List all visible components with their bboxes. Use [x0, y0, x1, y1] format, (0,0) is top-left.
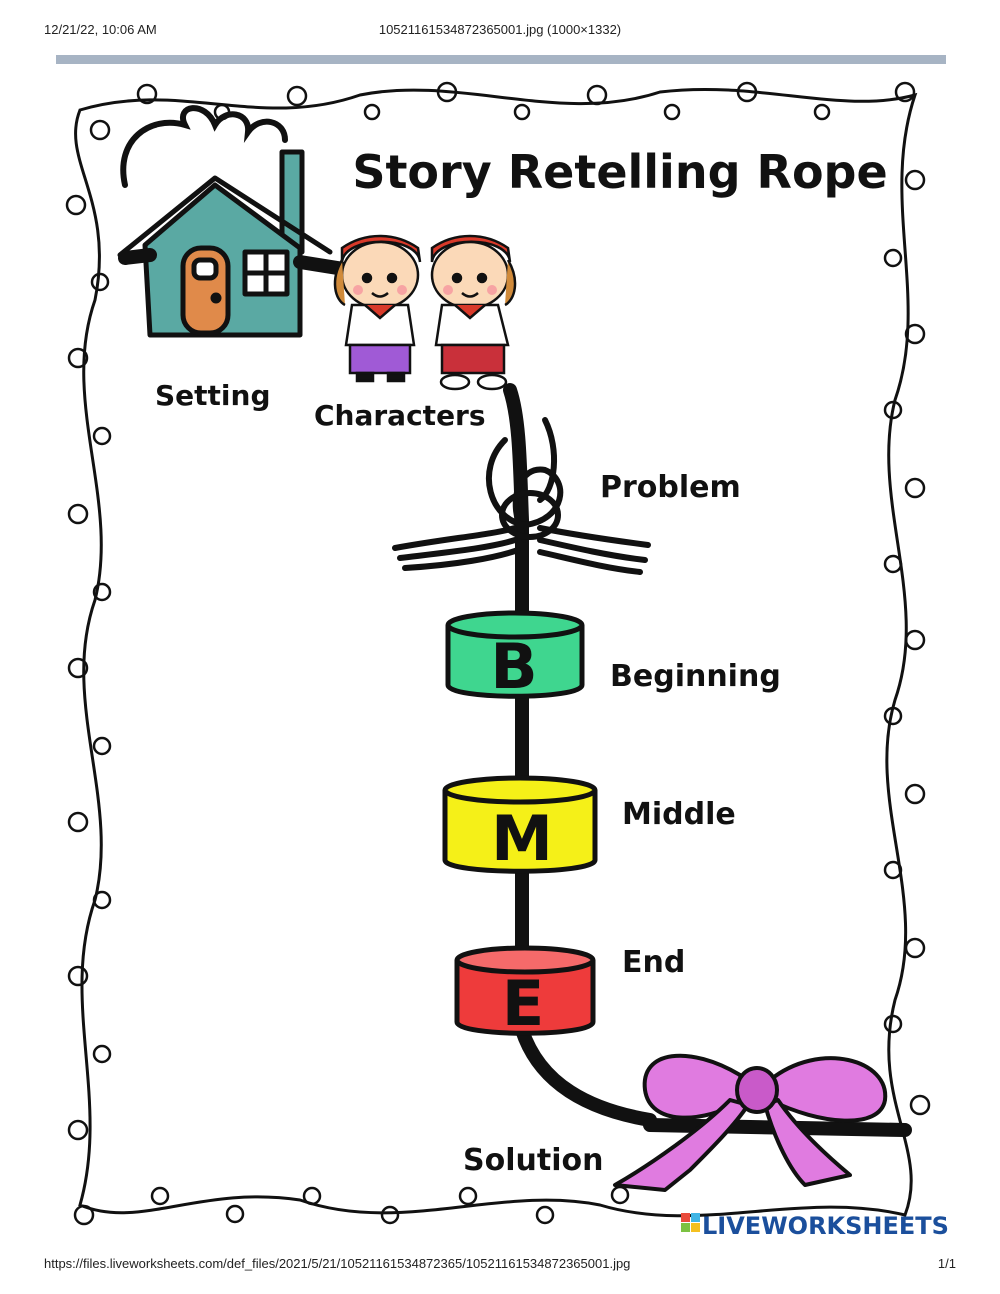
bead-b-body — [445, 625, 585, 699]
characters-icon — [333, 234, 517, 391]
label-setting: Setting — [155, 379, 271, 412]
bead-m-top — [442, 775, 598, 805]
bead-beginning: B — [445, 610, 585, 703]
bead-m-body — [442, 790, 598, 874]
label-end: End — [622, 945, 685, 980]
label-beginning: Beginning — [610, 659, 781, 694]
bead-e-top — [454, 945, 596, 975]
label-characters: Characters — [314, 399, 486, 432]
bead-b-top — [445, 610, 585, 640]
bead-e-body — [454, 960, 596, 1036]
bead-b-letter: B — [490, 630, 537, 703]
print-page-number: 1/1 — [937, 1256, 956, 1271]
bead-end: E — [454, 945, 596, 1040]
bead-middle: M — [442, 775, 598, 875]
bead-e-letter: E — [502, 967, 544, 1040]
print-url: https://files.liveworksheets.com/def_fil… — [44, 1256, 631, 1271]
bow-icon — [613, 1053, 888, 1192]
decorative-border — [65, 81, 931, 1226]
print-timestamp: 12/21/22, 10:06 AM — [44, 22, 157, 37]
label-problem: Problem — [600, 470, 741, 505]
worksheet-title: Story Retelling Rope — [352, 145, 887, 199]
smoke-swirl — [120, 105, 288, 188]
label-solution: Solution — [463, 1143, 603, 1178]
house-icon — [117, 149, 357, 338]
brand-text: LIVEWORKSHEETS — [702, 1212, 949, 1240]
label-middle: Middle — [622, 797, 736, 832]
liveworksheets-logo: LIVEWORKSHEETS — [681, 1212, 949, 1240]
bead-m-letter: M — [491, 802, 553, 875]
print-file-title: 10521161534872365001.jpg (1000×1332) — [378, 22, 622, 37]
header-bar — [56, 55, 946, 64]
knot-icon — [392, 417, 651, 575]
